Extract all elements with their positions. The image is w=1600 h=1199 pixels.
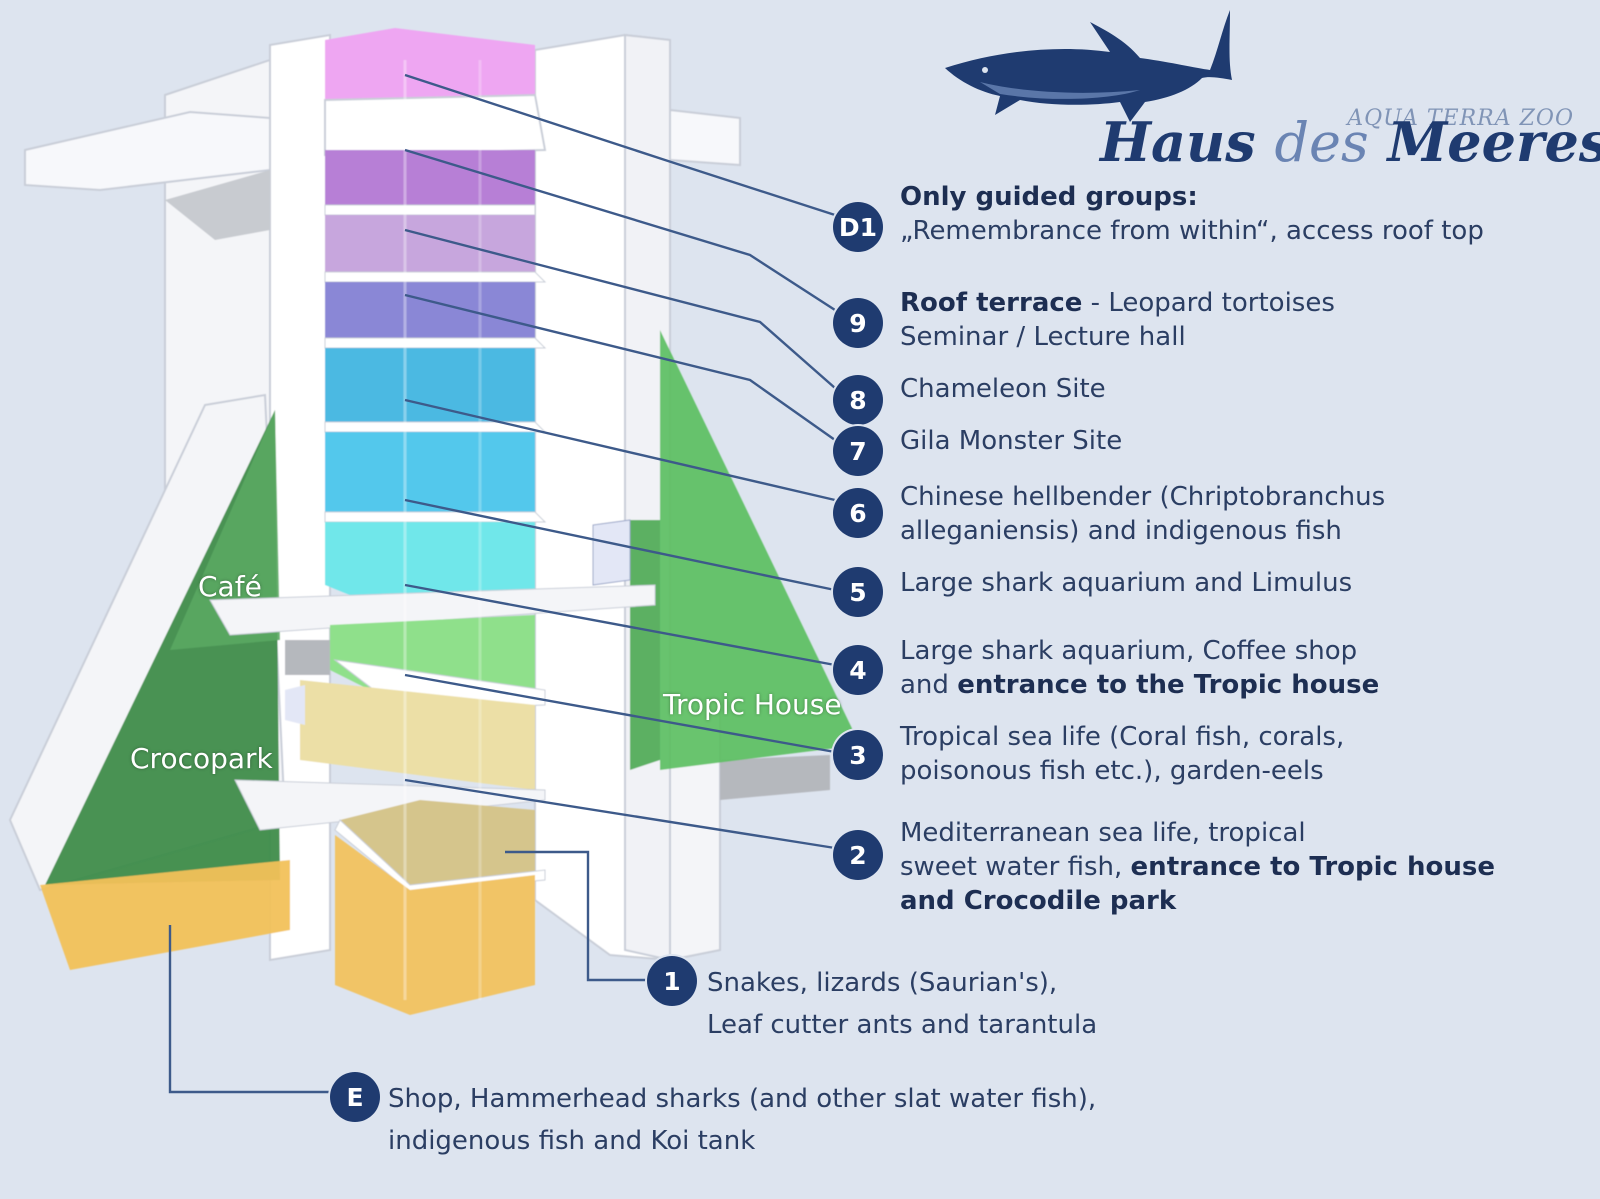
basement-left	[40, 860, 290, 970]
floor-label-8: Chameleon Site	[900, 374, 1106, 404]
floor-label-1: Snakes, lizards (Saurian's), Leaf cutter…	[707, 968, 1098, 1040]
badge-2: 2	[833, 830, 883, 880]
floor-label-d1: Only guided groups: „Remembrance from wi…	[900, 182, 1484, 246]
floor-label-6: Chinese hellbender (Chriptobranchus alle…	[900, 482, 1386, 546]
brand-subtitle: AQUA TERRA ZOO	[1347, 106, 1574, 131]
slab-5	[324, 511, 547, 523]
cantilever-shadow	[165, 170, 270, 240]
right-cantilever	[669, 108, 741, 167]
slab-4	[209, 584, 656, 636]
leader-7	[404, 293, 836, 441]
crocopark-volume	[45, 410, 280, 885]
badge-6: 6	[833, 488, 883, 538]
floor-d1	[325, 28, 535, 105]
badge-7: 7	[833, 426, 883, 476]
badge-9: 9	[833, 298, 883, 348]
tropic-house-label: Tropic House	[663, 688, 842, 721]
slab-6	[324, 421, 547, 433]
floor-label-2: Mediterranean sea life, tropical sweet w…	[900, 818, 1495, 916]
slab-d1	[324, 93, 547, 157]
leader-1	[505, 850, 650, 982]
stair-shadow	[285, 640, 330, 675]
floor-2	[300, 680, 535, 790]
floor-6	[325, 348, 535, 425]
badge-4: 4	[833, 645, 883, 695]
logo: AQUA TERRA ZOO Haus des Meeres	[945, 10, 1600, 174]
floor-5	[325, 432, 535, 515]
floor-label-9: Roof terrace - Leopard tortoises Seminar…	[900, 288, 1335, 352]
floor-label-7: Gila Monster Site	[900, 426, 1123, 456]
floor-e	[335, 835, 535, 1015]
leader-8	[404, 228, 836, 389]
shark-icon	[945, 10, 1232, 122]
slab-1	[334, 819, 546, 893]
floor-label-3: Tropical sea life (Coral fish, corals, p…	[900, 722, 1345, 786]
floor-8	[325, 215, 535, 275]
leader-d1	[404, 73, 836, 217]
slab-7	[324, 337, 547, 349]
slab-8	[324, 271, 547, 283]
leader-6	[404, 398, 836, 502]
badge-e: E	[330, 1072, 380, 1122]
leader-e	[168, 925, 332, 1094]
crocopark-label: Crocopark	[130, 742, 273, 775]
floor-7	[325, 282, 535, 340]
base-shadow	[720, 755, 830, 800]
badge-5: 5	[833, 567, 883, 617]
floor-1	[340, 800, 535, 885]
floor-label-4: Large shark aquarium, Coffee shop and en…	[900, 636, 1380, 700]
tropic-window	[592, 519, 631, 586]
leader-2	[404, 778, 836, 850]
badge-d1: D1	[833, 202, 883, 252]
floor-label-5: Large shark aquarium and Limulus	[900, 568, 1353, 598]
leader-5	[404, 498, 836, 592]
leader-4	[404, 583, 836, 667]
tropic-house-inner	[630, 520, 660, 770]
croco-window	[285, 685, 305, 725]
floor-label-e: Shop, Hammerhead sharks (and other slat …	[388, 1084, 1097, 1156]
leader-3	[404, 673, 836, 754]
cafe-volume	[170, 410, 280, 650]
badge-3: 3	[833, 730, 883, 780]
cafe-label: Café	[198, 570, 262, 603]
brand-title: Haus des Meeres	[1100, 110, 1600, 174]
slab-9	[324, 204, 536, 216]
badge-8: 8	[833, 375, 883, 425]
badge-1: 1	[647, 956, 697, 1006]
floor-9	[325, 150, 535, 210]
leader-9	[404, 148, 836, 312]
